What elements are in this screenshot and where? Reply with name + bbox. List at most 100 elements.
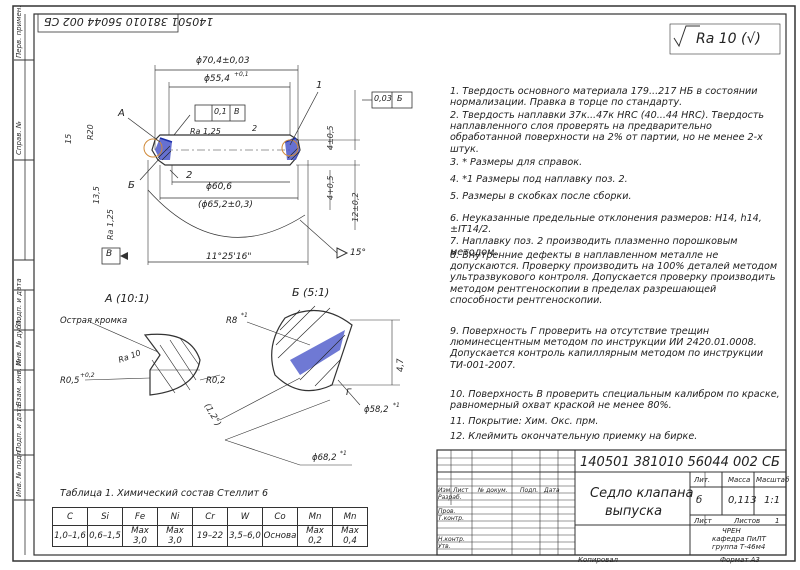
side-strip-label: Перв. примен.: [15, 5, 23, 58]
detail-a-title: А (10:1): [105, 292, 150, 305]
title-block-sheet-label: Лист: [694, 517, 712, 525]
chem-value-cell: Max 0,4: [332, 525, 368, 547]
dim-r-top: R20: [86, 124, 95, 140]
detail-b-r8: R8: [226, 316, 238, 326]
dim-d65: (ϕ65,2±0,3): [198, 200, 253, 210]
detail-a-r05: R0,5: [60, 376, 80, 386]
label-2: 2: [186, 170, 193, 181]
runout-tolerance: 0,03: [374, 94, 392, 103]
dim-4-5: 4±0,5: [326, 125, 335, 150]
detail-b-title: Б (5:1): [292, 286, 330, 299]
dim-d60: ϕ60,6: [206, 182, 232, 192]
detail-a-sharp-edge: Острая кромка: [60, 316, 128, 326]
mirrored-drawing-number: 140501 381010 56044 002 СБ: [44, 15, 214, 28]
detail-b-r8-star: *1: [241, 312, 248, 319]
title-block-person-role: Пров.: [438, 508, 456, 515]
chem-value-cell: Max 3,0: [122, 525, 158, 547]
chem-value-cell: 1,0–1,6: [52, 525, 88, 547]
title-block-org3: группа Т-46м4: [712, 543, 766, 551]
runout-base: Б: [397, 94, 403, 103]
side-strip-label: Взам. инв. №: [15, 358, 23, 406]
title-block-person-role: Утв.: [438, 543, 451, 550]
title-block-role: Подп.: [520, 487, 539, 494]
chem-header-cell: Si: [87, 507, 123, 526]
surface-finish-symbol: Ra 10 (√): [696, 31, 761, 47]
note-item: 6. Неуказанные предельные отклонения раз…: [450, 213, 762, 236]
title-block-person-role: Т.контр.: [438, 515, 465, 522]
title-block-mass-value: 0,113: [728, 495, 757, 506]
side-strip-label: Справ. №: [15, 120, 23, 155]
dim-ra-second: Ra 1,25: [106, 209, 115, 240]
detail-b-d68-star: *1: [340, 450, 347, 457]
dim-angle-15: 15°: [350, 248, 366, 258]
detail-b-d58-star: *1: [393, 402, 400, 409]
chem-value-cell: 0,6–1,5: [87, 525, 123, 547]
title-block-role: Дата: [544, 487, 560, 494]
chem-table-header-row: C Si Fe Ni Cr W Co Mn Mn: [52, 507, 368, 526]
note-item: 11. Покрытие: Хим. Окс. прм.: [450, 416, 599, 427]
chem-header-cell: W: [227, 507, 263, 526]
title-block-scale-label: Масштаб: [756, 476, 790, 484]
dim-4-0-5: 4+0,5: [326, 175, 335, 200]
title-block-sheets-label: Листов: [734, 517, 761, 525]
chem-value-cell: Основа: [262, 525, 298, 547]
chem-value-cell: Max 3,0: [157, 525, 193, 547]
inner-frame: [33, 13, 787, 556]
title-block-person-role: Разраб.: [438, 494, 462, 501]
note-item: 12. Клеймить окончательную приемку на би…: [450, 431, 698, 442]
dim-angle-big: 11°25'16": [206, 252, 252, 262]
title-block-copied: Копировал: [578, 556, 618, 564]
chem-header-cell: Mn: [297, 507, 333, 526]
side-strip-label: Подп. и дата: [15, 404, 23, 452]
label-1: 1: [316, 80, 323, 91]
roughness-ra: Ra 1,25: [190, 127, 221, 136]
detail-a-r02: R0,2: [206, 376, 226, 386]
parallelism-tolerance: 0,1: [214, 107, 227, 116]
sheet-border: [12, 5, 796, 562]
note-item: 9. Поверхность Г проверить на отсутствие…: [450, 326, 764, 371]
note-item: 3. * Размеры для справок.: [450, 157, 583, 168]
title-block-org2: кафедра ПиЛТ: [712, 535, 766, 543]
chem-header-cell: Mn: [332, 507, 368, 526]
title-block-role: № докум.: [478, 487, 508, 494]
dim-d55-tolerance: +0,1: [234, 71, 249, 78]
title-block-name-line1: Седло клапана: [590, 486, 694, 501]
title-block-mass-label: Масса: [728, 476, 751, 484]
note-item: 2. Твердость наплавки 37к...47к HRC (40.…: [450, 110, 765, 155]
title-block-lit-label: Лит.: [694, 476, 711, 484]
side-strip-label: Инв. № подл.: [15, 448, 23, 497]
dim-d70: ϕ70,4±0,03: [196, 56, 250, 66]
note-item: 8. Внутренние дефекты в наплавленном мет…: [450, 250, 778, 306]
dim-2: 2: [252, 124, 258, 133]
note-item: 7. Наплавку поз. 2 производить плазменно…: [450, 236, 738, 259]
detail-b-d68: ϕ68,2: [312, 453, 337, 463]
title-block-drawing-number: 140501 381010 56044 002 СБ: [580, 455, 780, 470]
chem-table-caption: Таблица 1. Химический состав Стеллит 6: [60, 488, 269, 499]
label-b: Б: [128, 180, 135, 191]
chem-header-cell: Cr: [192, 507, 228, 526]
chem-header-cell: Ni: [157, 507, 193, 526]
title-block-role: Изм.: [438, 487, 453, 494]
note-item: 10. Поверхность В проверить специальным …: [450, 389, 780, 412]
title-block-person-role: Н.контр.: [438, 536, 465, 543]
chem-value-cell: 19–22: [192, 525, 228, 547]
title-block-format: Формат А3: [720, 556, 760, 564]
note-item: 1. Твердость основного материала 179...2…: [450, 86, 758, 109]
chem-header-cell: Co: [262, 507, 298, 526]
title-block-sheets-value: 1: [775, 517, 780, 525]
chem-value-cell: 3,5–6,0: [227, 525, 263, 547]
chem-header-cell: C: [52, 507, 88, 526]
chem-table: C Si Fe Ni Cr W Co Mn Mn 1,0–1,6 0,6–1,5…: [52, 507, 368, 547]
detail-b-label-g: Г: [346, 388, 352, 398]
detail-b-dim47: 4,7: [396, 358, 406, 372]
detail-a-r05-tol: +0,2: [80, 372, 95, 379]
note-item: 5. Размеры в скобках после сборки.: [450, 191, 632, 202]
detail-b-d58: ϕ58,2: [364, 405, 389, 415]
title-block-lit-value: б: [696, 495, 703, 506]
chem-header-cell: Fe: [122, 507, 158, 526]
dim-angle-top: 15: [64, 133, 73, 144]
base-v: В: [106, 249, 113, 259]
label-a: А: [118, 108, 125, 119]
